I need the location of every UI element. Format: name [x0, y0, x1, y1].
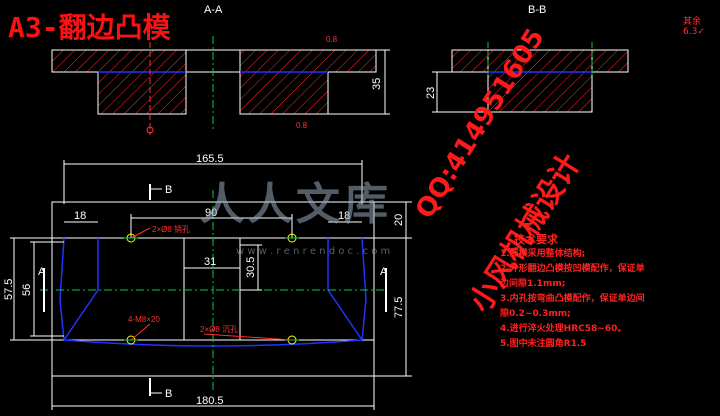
aa-pin-mark — [146, 126, 154, 134]
plan-view: 165.5 B B 90 18 18 20 — [3, 153, 412, 410]
bb-flange-right — [591, 49, 629, 73]
section-aa: 35 0.8 0.8 — [51, 35, 390, 135]
aa-flange-right — [239, 49, 377, 73]
label-a-right: A — [380, 266, 388, 278]
aa-body-right — [239, 71, 329, 115]
roughness-other-value: 6.3 — [683, 27, 698, 37]
aa-body-left — [97, 71, 187, 115]
dim-165-5: 165.5 — [196, 153, 224, 165]
roughness-top: 0.8 — [326, 35, 338, 44]
section-label-aa: A-A — [204, 4, 223, 16]
tech-requirements: 技术要求 1.凸模采用整体结构; 2.外形翻边凸模按凹模配作，保证单 边间隙1.… — [500, 232, 680, 352]
bb-body — [487, 49, 593, 113]
tech-item: 4.进行淬火处理HRC58~60。 — [500, 324, 627, 334]
roughness-bottom: 0.8 — [296, 121, 308, 130]
tech-heading: 技术要求 — [514, 233, 558, 246]
watermark-url: w w w . r e n r e n d o c . c o m — [236, 246, 391, 257]
dim-56: 56 — [21, 284, 33, 296]
tech-item: 3.内孔按弯曲凸模配作，保证单边间 — [500, 294, 645, 304]
label-b-top: B — [165, 184, 172, 196]
tech-item: 边间隙1.1mm; — [500, 279, 566, 289]
hole-note-thread: 4-M8×20 — [128, 315, 160, 324]
dim-180-5: 180.5 — [196, 395, 224, 407]
tech-item: 1.凸模采用整体结构; — [500, 249, 586, 259]
tech-item: 5.图中未注圆角R1.5 — [500, 339, 587, 349]
drawing-title: A3-翻边凸模 — [8, 11, 171, 44]
punch-profile — [59, 237, 367, 341]
hole-note-counterbore: 2×Ø8 沉孔 — [200, 325, 238, 334]
section-label-bb: B-B — [528, 4, 547, 16]
label-b-bottom: B — [165, 388, 172, 400]
dim-90: 90 — [205, 207, 217, 219]
bb-flange-left — [451, 49, 489, 73]
dim-57-5: 57.5 — [3, 279, 15, 300]
dim-77-5: 77.5 — [393, 297, 405, 318]
central-pocket — [183, 237, 241, 341]
dim-30-5: 30.5 — [245, 257, 257, 278]
aa-flange-left — [51, 49, 187, 73]
tech-item: 2.外形翻边凸模按凹模配作，保证单 — [500, 264, 645, 274]
dim-31: 31 — [204, 256, 216, 268]
roughness-other-label: 其余 — [683, 17, 702, 27]
roughness-other: 其余6.3✓ — [683, 17, 705, 37]
section-bb: 23 — [425, 42, 629, 113]
hole-note-pin: 2×Ø8 销孔 — [152, 224, 190, 234]
watermark-brand: 人人文库 — [200, 179, 392, 230]
dim-35: 35 — [371, 78, 383, 90]
tech-item: 隙0.2~0.3mm; — [500, 309, 571, 319]
dim-18-left: 18 — [74, 210, 86, 222]
dim-18-right: 18 — [338, 210, 350, 222]
dim-23: 23 — [425, 87, 437, 99]
dim-20: 20 — [393, 214, 405, 226]
label-a-left: A — [38, 266, 46, 278]
